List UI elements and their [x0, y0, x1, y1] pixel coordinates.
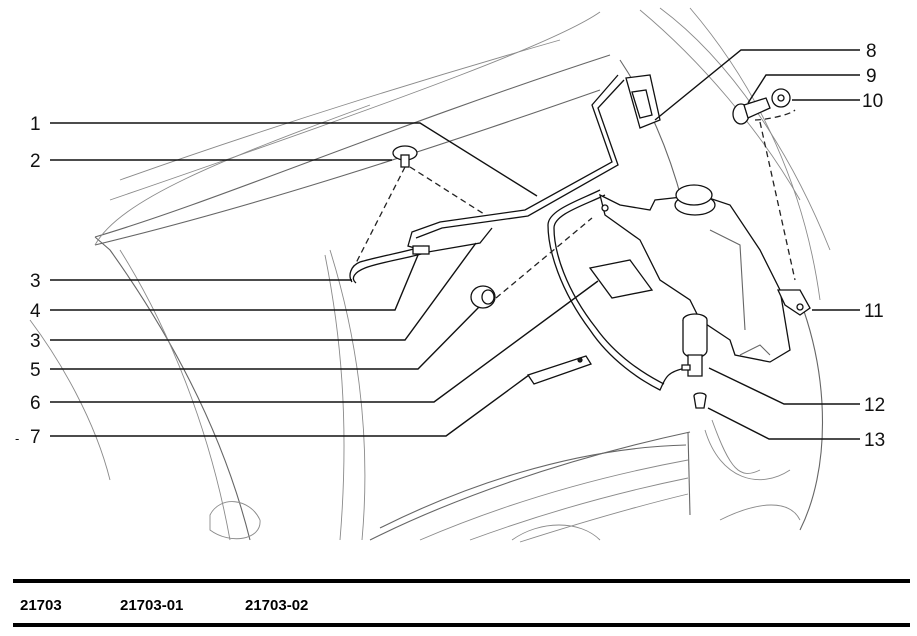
- stray-mark: -: [15, 431, 19, 446]
- callout-3: 3: [30, 271, 41, 292]
- pad-6: [588, 259, 654, 299]
- callout-9: 9: [866, 66, 877, 87]
- leader-lines: [50, 49, 860, 440]
- bolt-9: [732, 97, 771, 125]
- callout-3-second: 3: [30, 331, 41, 352]
- strap-7: [526, 355, 592, 385]
- bracket-11: [776, 289, 811, 316]
- washer-pump-12: [681, 313, 708, 377]
- assembly-lines: [354, 109, 796, 299]
- callout-13: 13: [864, 430, 885, 451]
- part-code: 21703: [20, 597, 62, 614]
- callout-12: 12: [864, 395, 885, 416]
- callout-8: 8: [866, 41, 877, 62]
- grommet-5: [470, 285, 496, 309]
- callout-6: 6: [30, 393, 41, 414]
- washer-hose: [349, 74, 687, 391]
- part-code: 21703-01: [120, 597, 184, 614]
- part-codes-footer: 21703 21703-01 21703-02: [13, 579, 910, 627]
- washer-nozzle-2: [392, 145, 418, 168]
- callout-10: 10: [862, 91, 883, 112]
- bracket-8: [625, 74, 661, 129]
- exploded-parts-diagram: 1 2 3 4 3 5 6 - 7 8 9 10 11 12 13: [15, 7, 885, 543]
- callout-7: 7: [30, 427, 41, 448]
- callout-1: 1: [30, 114, 41, 135]
- callout-11: 11: [864, 301, 884, 322]
- callout-4: 4: [30, 301, 41, 322]
- grommet-13: [693, 392, 707, 409]
- hose-connector-4: [412, 245, 430, 255]
- washer-reservoir: [599, 184, 791, 363]
- car-body-outline: [29, 7, 831, 543]
- washer-10: [771, 88, 791, 108]
- callout-2: 2: [30, 151, 41, 172]
- callout-5: 5: [30, 360, 41, 381]
- part-code: 21703-02: [245, 597, 309, 614]
